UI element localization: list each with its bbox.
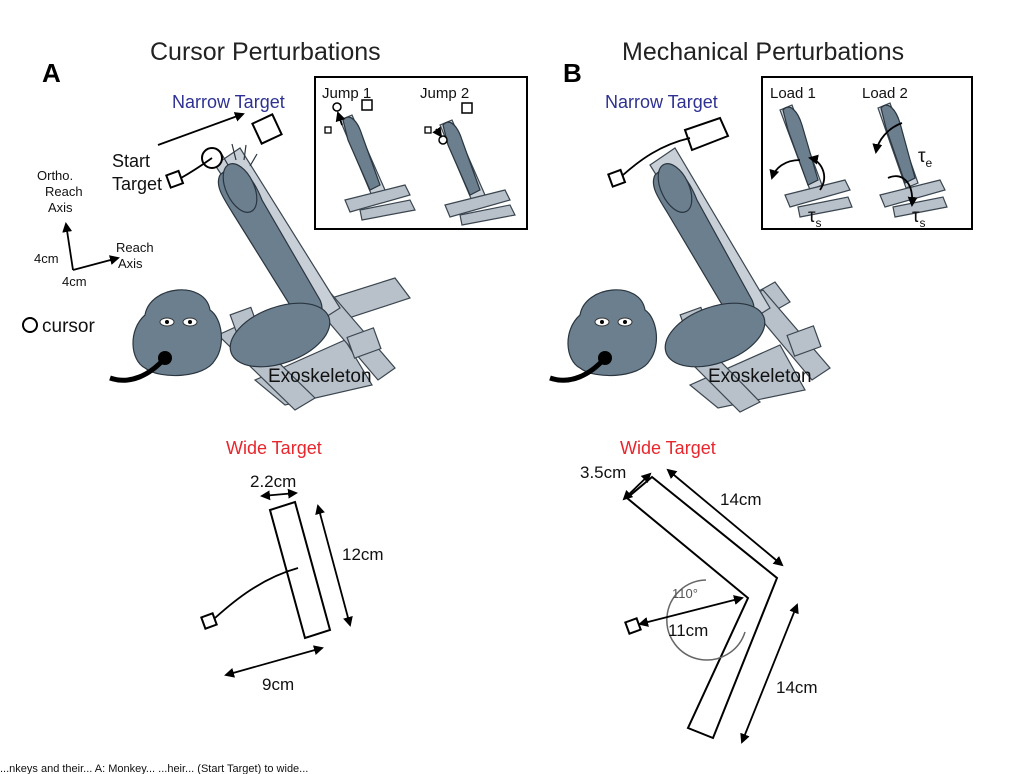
jump1-label: Jump 1 — [322, 85, 371, 102]
narrow-target-box-b — [683, 116, 730, 152]
angle-label: 110° — [672, 586, 698, 601]
width-dim-arrow-a — [260, 488, 298, 501]
reach-path-b — [622, 137, 691, 176]
ortho-axis-label-1: Ortho. — [37, 168, 73, 183]
length-dim-label-a: 12cm — [342, 545, 384, 564]
arm1-dim-label-b: 14cm — [720, 490, 762, 509]
ortho-axis-label-3: Axis — [48, 200, 73, 215]
start-target-label-line2: Target — [112, 174, 162, 194]
start-target-pointer — [180, 157, 213, 179]
load-inset-frame — [761, 76, 973, 230]
arm2-dim-label-b: 14cm — [776, 678, 818, 697]
start-target-box-b — [607, 168, 627, 188]
reach-axis-label-2: Axis — [118, 256, 143, 271]
tau-s-label-1: τs — [808, 206, 822, 230]
narrow-target-box-a — [251, 113, 283, 145]
wide-target-chevron-b — [625, 475, 779, 740]
cursor-legend-icon — [22, 317, 38, 333]
reach-axis-label-1: Reach — [116, 240, 154, 255]
panel-a: A Cursor Perturbations Narrow Target — [22, 38, 528, 694]
elbow-torque-arrow — [872, 122, 903, 154]
scale-x-label: 4cm — [62, 274, 87, 289]
load1-label: Load 1 — [770, 85, 816, 102]
distance-dim-label-b: 11cm — [668, 621, 708, 640]
scale-y-label: 4cm — [34, 251, 59, 266]
exoskeleton-label-a: Exoskeleton — [268, 366, 372, 387]
exoskeleton-label-b: Exoskeleton — [708, 366, 812, 387]
monkey-exoskeleton-illustration-b — [549, 147, 831, 413]
distance-dim-arrow-b — [638, 595, 744, 627]
start-target-box-wide-a — [200, 612, 218, 630]
width-dim-label-a: 2.2cm — [250, 472, 296, 491]
ortho-axis-label-2: Reach — [45, 184, 83, 199]
arm1-dim-arrow-b — [666, 468, 784, 567]
wide-target-label-b: Wide Target — [620, 438, 716, 458]
angle-arc — [666, 579, 746, 661]
reach-direction-arrow — [157, 112, 245, 146]
monkey-exoskeleton-illustration-a — [109, 143, 411, 411]
caption-fragment: ...nkeys and their... A: Monkey... ...he… — [0, 763, 308, 774]
panel-b-title: Mechanical Perturbations — [622, 38, 904, 66]
ortho-axis-arrow — [62, 222, 74, 271]
load2-label: Load 2 — [862, 85, 908, 102]
width-dim-label-b: 3.5cm — [580, 463, 626, 482]
length-dim-arrow-a — [315, 504, 353, 627]
reach-axis-arrow — [72, 255, 120, 271]
width-dim-arrow-b — [622, 472, 652, 501]
panel-a-title: Cursor Perturbations — [150, 38, 381, 66]
shoulder-torque-arrow-2 — [887, 175, 918, 207]
start-target-label-line1: Start — [112, 151, 150, 171]
wide-target-bar-a — [268, 500, 332, 640]
arm2-dim-arrow-b — [740, 603, 799, 744]
panel-b: B Mechanical Perturbations Narrow Target… — [549, 38, 973, 744]
jump-inset: Jump 1 Jump 2 — [314, 76, 528, 230]
narrow-target-label-a: Narrow Target — [172, 92, 285, 112]
shoulder-torque-arrow-1 — [808, 154, 825, 191]
start-target-box-wide-b — [624, 617, 642, 635]
reach-path-a — [214, 567, 299, 619]
distance-dim-label-a: 9cm — [262, 675, 294, 694]
panel-a-letter: A — [42, 58, 61, 88]
jump2-label: Jump 2 — [420, 85, 469, 102]
start-target-box-a — [165, 169, 185, 189]
cursor-legend-label: cursor — [42, 316, 95, 337]
tau-e-label: τe — [918, 146, 933, 170]
jump-inset-frame — [314, 76, 528, 230]
wide-target-label-a: Wide Target — [226, 438, 322, 458]
distance-dim-arrow-a — [224, 645, 324, 678]
tau-s-label-2: τs — [912, 206, 926, 230]
panel-b-letter: B — [563, 58, 582, 88]
load-inset: Load 1 Load 2 τs τe τs — [761, 76, 973, 230]
narrow-target-label-b: Narrow Target — [605, 92, 718, 112]
